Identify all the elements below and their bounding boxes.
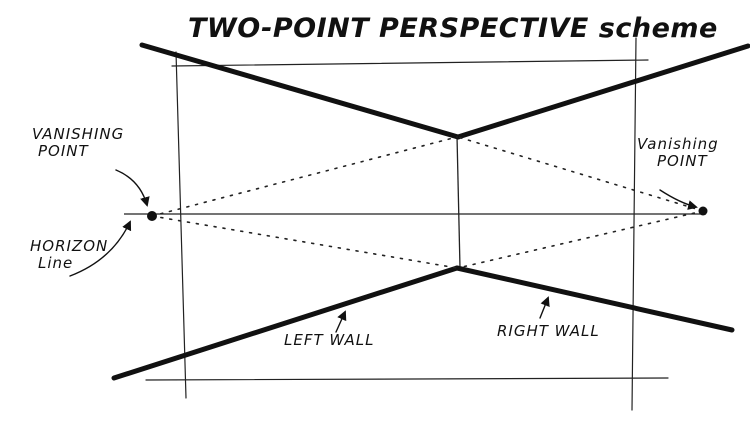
arrow-right-wall xyxy=(539,296,550,319)
label-left-wall: LEFT WALL xyxy=(284,331,375,349)
label-vanishing-point-left: VANISHING POINT xyxy=(32,126,124,159)
arrow-vanishing-right xyxy=(659,189,698,210)
floor-line-left xyxy=(111,265,460,381)
arrow-vanishing-left xyxy=(115,169,150,207)
label-right-wall: RIGHT WALL xyxy=(497,322,600,340)
vanishing-point-right xyxy=(698,206,708,216)
convergence-line-right-bottom xyxy=(457,210,704,269)
ceiling-line-left xyxy=(139,42,461,140)
convergence-line-right-top xyxy=(457,136,704,212)
convergence-line-left-top xyxy=(151,136,458,217)
frame-right-line xyxy=(631,37,637,411)
floor-line-right xyxy=(454,265,735,333)
label-vanishing-point-right: Vanishing POINT xyxy=(637,136,719,169)
frame-left-line xyxy=(175,51,187,399)
vanishing-point-left xyxy=(147,211,157,221)
label-horizon-line1: HORIZON xyxy=(30,237,109,255)
diagram-title: TWO-POINT PERSPECTIVE scheme xyxy=(188,13,718,44)
frame-bottom-line xyxy=(145,377,669,381)
label-vanishing-left-line2: POINT xyxy=(38,141,89,160)
label-vanishing-right-line2: POINT xyxy=(657,151,708,170)
label-vanishing-right-line1: Vanishing xyxy=(637,135,719,153)
arrow-horizon xyxy=(69,220,132,277)
corner-edge xyxy=(456,135,461,269)
label-vanishing-left-line1: VANISHING xyxy=(32,125,125,143)
frame-top-line xyxy=(171,59,649,67)
convergence-line-left-bottom xyxy=(151,215,458,269)
label-horizon-line2: Line xyxy=(38,253,74,272)
ceiling-line-right xyxy=(455,43,750,140)
arrow-left-wall xyxy=(335,310,347,333)
label-horizon-line: HORIZON Line xyxy=(30,238,108,271)
